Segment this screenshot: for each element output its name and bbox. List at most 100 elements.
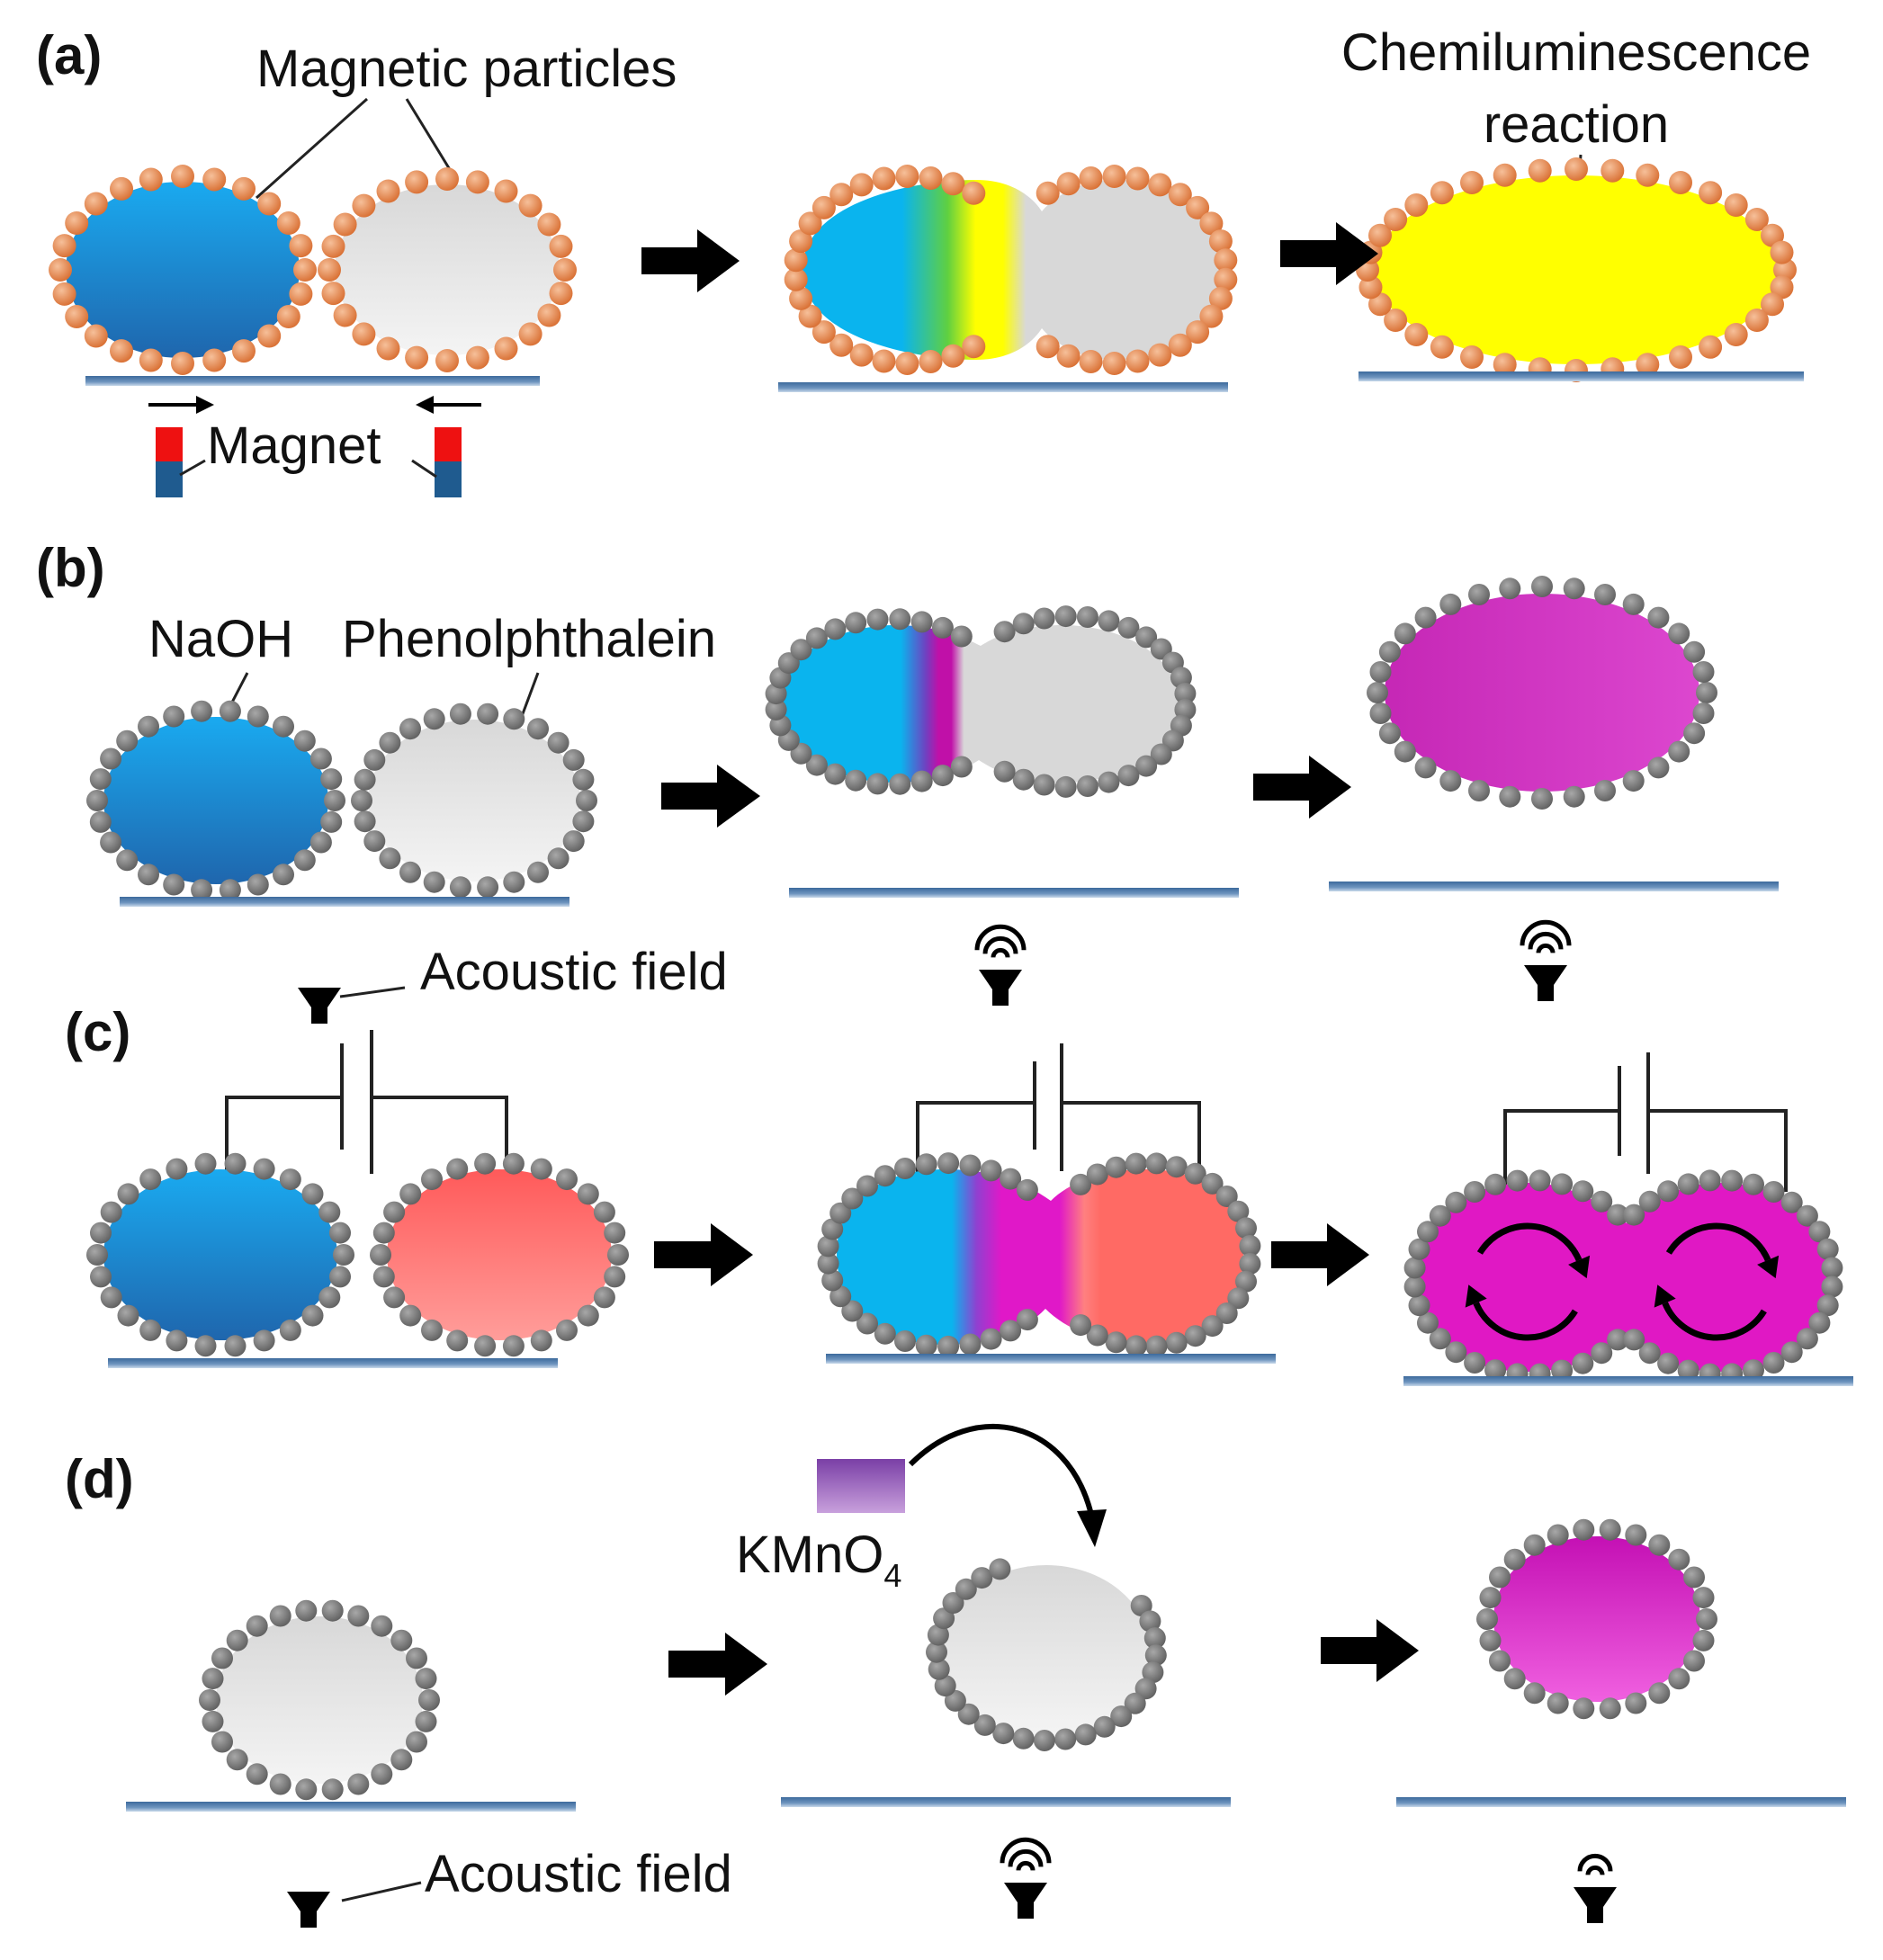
particle bbox=[329, 1222, 351, 1244]
particle bbox=[556, 1168, 578, 1191]
particle bbox=[1503, 1668, 1526, 1690]
arrow-right-icon bbox=[668, 1633, 767, 1696]
particle bbox=[399, 1304, 422, 1327]
circulation-arc bbox=[1473, 1302, 1578, 1341]
arrow-right-icon bbox=[1321, 1619, 1419, 1682]
particle bbox=[1565, 157, 1588, 181]
particle bbox=[1394, 622, 1416, 645]
particle bbox=[1523, 1534, 1546, 1556]
particle bbox=[1696, 682, 1717, 703]
particle bbox=[84, 324, 108, 348]
particle bbox=[110, 339, 133, 363]
particle bbox=[926, 1641, 947, 1663]
particle bbox=[1821, 1257, 1843, 1279]
particle bbox=[937, 1152, 960, 1175]
leader-line bbox=[179, 459, 206, 477]
particle bbox=[556, 1319, 578, 1341]
particle bbox=[1403, 1257, 1426, 1279]
speaker-body bbox=[1004, 1883, 1047, 1919]
particle bbox=[576, 790, 597, 811]
particle bbox=[1135, 755, 1158, 777]
particle bbox=[1430, 335, 1454, 359]
particle bbox=[321, 1599, 344, 1622]
particle bbox=[537, 212, 561, 237]
particle bbox=[1105, 1331, 1127, 1354]
leader-line bbox=[411, 459, 437, 479]
particle bbox=[1143, 1627, 1166, 1650]
particle bbox=[86, 1244, 108, 1266]
wave-icon bbox=[982, 935, 1018, 954]
particle bbox=[845, 769, 867, 792]
particle bbox=[1186, 320, 1210, 345]
particle bbox=[449, 876, 471, 899]
particle bbox=[1070, 1173, 1092, 1195]
wave-icon bbox=[1528, 931, 1564, 950]
particle bbox=[1623, 1329, 1645, 1351]
particle bbox=[798, 211, 822, 236]
particle bbox=[202, 348, 227, 372]
wave-icon bbox=[1000, 1837, 1052, 1864]
particle bbox=[980, 1328, 1002, 1350]
particle bbox=[593, 1286, 615, 1309]
merged-droplet bbox=[1374, 175, 1779, 364]
particle bbox=[423, 708, 445, 730]
particle bbox=[363, 830, 386, 853]
particle bbox=[1668, 1548, 1690, 1571]
particle bbox=[1591, 1190, 1613, 1213]
particle bbox=[163, 873, 185, 896]
particle bbox=[1599, 1518, 1621, 1541]
particle bbox=[1208, 229, 1233, 254]
particle bbox=[829, 1202, 852, 1224]
particle bbox=[993, 760, 1016, 783]
particle bbox=[959, 1154, 982, 1177]
particle bbox=[530, 1329, 552, 1352]
substrate bbox=[120, 897, 569, 907]
particle bbox=[1648, 1682, 1671, 1705]
particle bbox=[352, 322, 376, 346]
particle bbox=[1594, 780, 1616, 801]
particle bbox=[89, 768, 112, 791]
circulation-arc bbox=[1662, 1302, 1767, 1341]
particle bbox=[435, 167, 459, 191]
particle bbox=[421, 1319, 443, 1341]
particle bbox=[191, 700, 213, 722]
particle bbox=[955, 1578, 977, 1600]
particle bbox=[318, 1201, 341, 1223]
arrow-right-icon bbox=[654, 1223, 753, 1286]
arrow-right-icon bbox=[1271, 1223, 1369, 1286]
particle bbox=[321, 1778, 344, 1801]
particle bbox=[1054, 1728, 1077, 1750]
particle bbox=[1460, 171, 1484, 194]
particle bbox=[363, 748, 386, 771]
particle bbox=[1168, 333, 1192, 357]
particle bbox=[293, 258, 317, 282]
particle bbox=[1692, 703, 1715, 724]
particle bbox=[989, 1558, 1011, 1580]
particle bbox=[399, 1183, 422, 1205]
leader-line bbox=[256, 97, 368, 200]
particle bbox=[247, 705, 269, 728]
particle bbox=[202, 167, 227, 192]
particle bbox=[962, 181, 986, 205]
particle bbox=[1468, 780, 1490, 801]
particle bbox=[1150, 743, 1172, 765]
particle bbox=[1668, 740, 1690, 763]
particle bbox=[139, 1319, 162, 1341]
particle bbox=[1489, 1650, 1511, 1672]
particle-ring bbox=[1476, 1518, 1717, 1720]
particle-ring bbox=[199, 1599, 440, 1801]
particle bbox=[1086, 1324, 1108, 1347]
particle bbox=[318, 258, 341, 282]
particle bbox=[941, 344, 965, 368]
particle bbox=[604, 1266, 626, 1288]
particle bbox=[421, 1168, 443, 1191]
particle bbox=[347, 1773, 370, 1795]
particle bbox=[1638, 1342, 1661, 1365]
particle bbox=[383, 1286, 406, 1309]
wave-icon bbox=[1008, 1848, 1044, 1867]
particle bbox=[1056, 172, 1080, 196]
particle bbox=[351, 790, 372, 811]
particle bbox=[1647, 606, 1670, 629]
particle bbox=[866, 608, 889, 631]
particle bbox=[789, 229, 813, 254]
